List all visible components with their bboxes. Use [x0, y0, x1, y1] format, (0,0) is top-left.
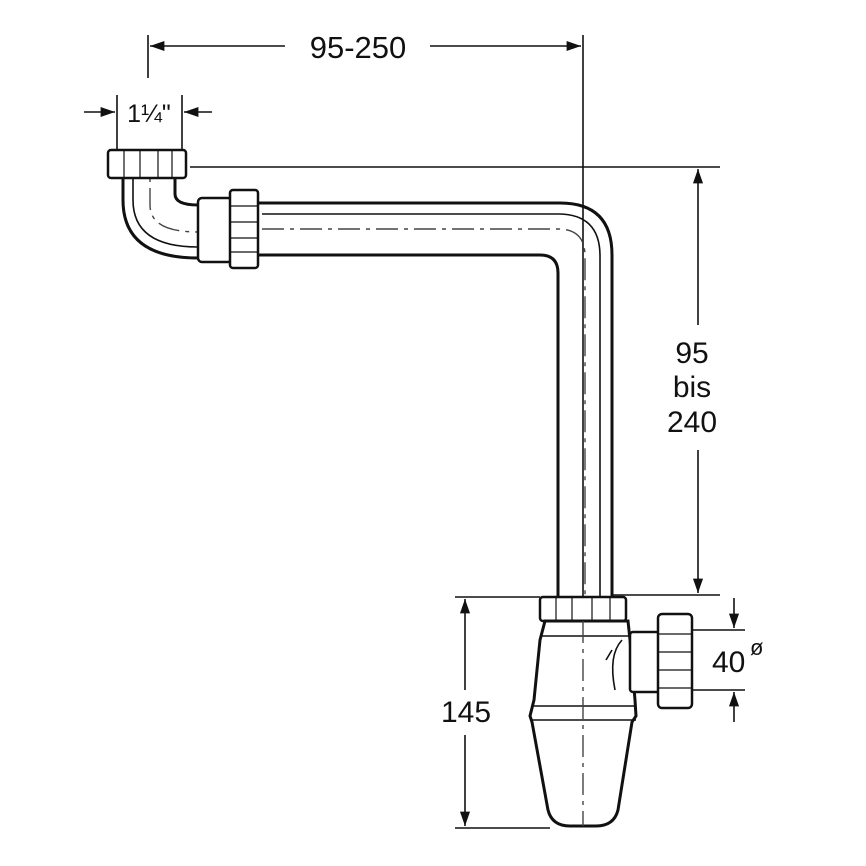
height-label-line1: 95 [675, 337, 708, 370]
outlet-dimension: 40 ø [690, 598, 763, 722]
outlet-diameter-label: 40 [712, 646, 745, 679]
trap-height-label: 145 [441, 696, 491, 729]
width-dimension: 95-250 [147, 30, 584, 600]
height-label-line2: bis [673, 371, 711, 404]
pipe-assembly [106, 148, 694, 828]
height-label-line3: 240 [667, 406, 717, 439]
trap-height-dimension: 145 [441, 596, 550, 829]
width-range-label: 95-250 [310, 30, 407, 65]
inlet-size-label: 1¼" [127, 100, 171, 128]
inlet-dimension: 1¼" [84, 95, 212, 150]
height-dimension: 95 bis 240 [190, 166, 720, 596]
diameter-symbol: ø [750, 635, 763, 660]
